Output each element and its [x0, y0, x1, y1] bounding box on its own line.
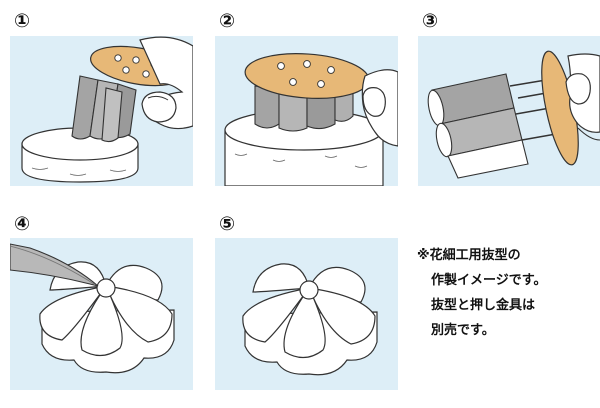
step-number-2: ②: [219, 12, 235, 31]
step-1-illustration: [10, 36, 193, 186]
step-3-illustration: [418, 36, 600, 186]
step-number-5: ⑤: [219, 215, 235, 234]
note-line-1: ※花細工用抜型の: [417, 243, 546, 268]
cutter-tubes: [72, 76, 136, 142]
note-line-4: 別売です。: [417, 318, 546, 343]
step-number-4: ④: [14, 215, 30, 234]
step-4-illustration: [10, 238, 193, 390]
note-line-3: 抜型と押し金具は: [417, 293, 546, 318]
step-2-illustration: [215, 36, 398, 186]
step-number-3: ③: [422, 12, 438, 31]
step-number-1: ①: [14, 12, 30, 31]
step-5-illustration: [215, 238, 398, 390]
note-line-2: 作製イメージです。: [417, 268, 546, 293]
product-note: ※花細工用抜型の 作製イメージです。 抜型と押し金具は 別売です。: [417, 243, 546, 343]
cutter-tubes: [425, 74, 528, 178]
